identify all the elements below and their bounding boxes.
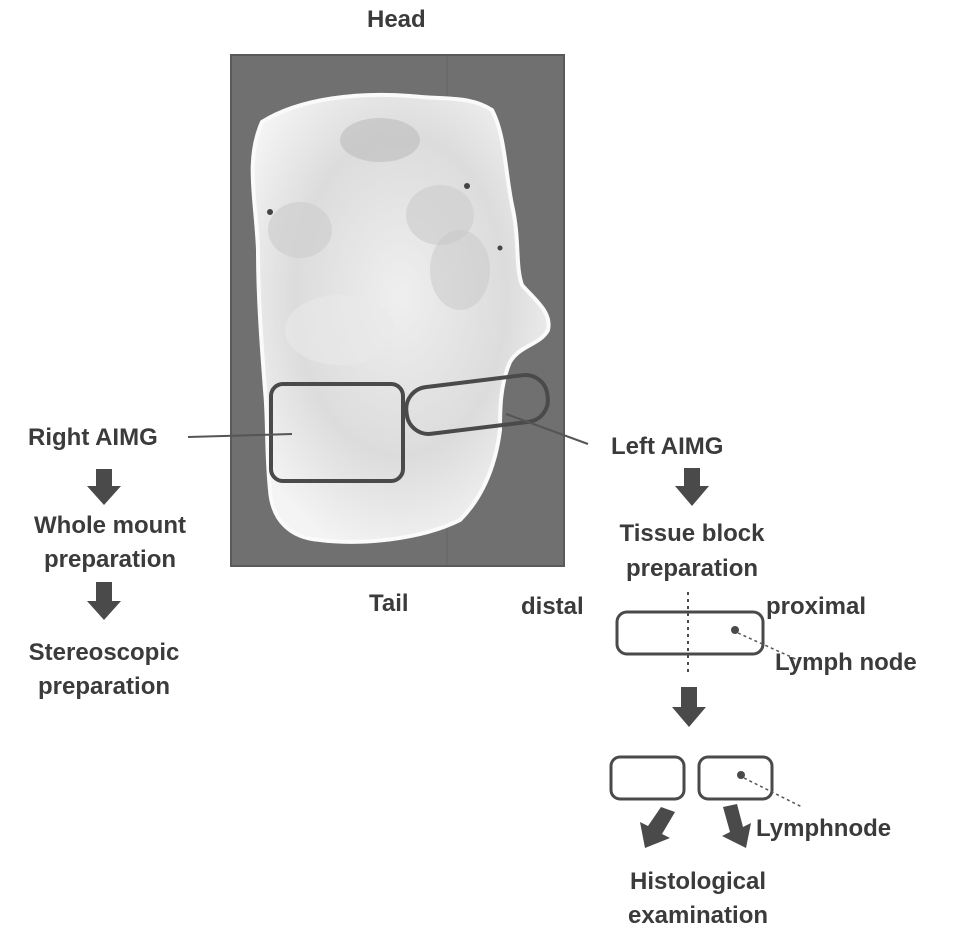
stereoscopic-label-line1: Stereoscopic [4, 638, 204, 668]
diagonal-arrow-icon [640, 807, 675, 848]
histological-label-line1: Histological [598, 867, 798, 897]
tail-label: Tail [369, 589, 409, 619]
diagonal-arrow-icon [722, 804, 751, 848]
lymphnode-label: Lymphnode [756, 814, 891, 844]
stereoscopic-label-line2: preparation [4, 672, 204, 702]
down-arrow-icon [675, 468, 709, 506]
right-aimg-label: Right AIMG [28, 423, 158, 453]
proximal-label: proximal [766, 592, 866, 622]
down-arrow-icon [87, 469, 121, 505]
lymphnode-dot [737, 771, 745, 779]
lymph-node-dot [731, 626, 739, 634]
split-block-schematic [611, 757, 802, 807]
whole-mount-label-line2: preparation [10, 545, 210, 575]
lymph-node-label: Lymph node [775, 648, 917, 678]
tissue-block-label-line1: Tissue block [592, 519, 792, 549]
tissue-block-label-line2: preparation [592, 554, 792, 584]
histological-label-line2: examination [598, 901, 798, 931]
whole-mount-label-line1: Whole mount [10, 511, 210, 541]
distal-label: distal [521, 592, 584, 622]
down-arrow-icon [672, 687, 706, 727]
left-aimg-label: Left AIMG [611, 432, 723, 462]
down-arrow-icon [87, 582, 121, 620]
head-label: Head [367, 5, 426, 35]
specimen-photo [231, 55, 564, 566]
